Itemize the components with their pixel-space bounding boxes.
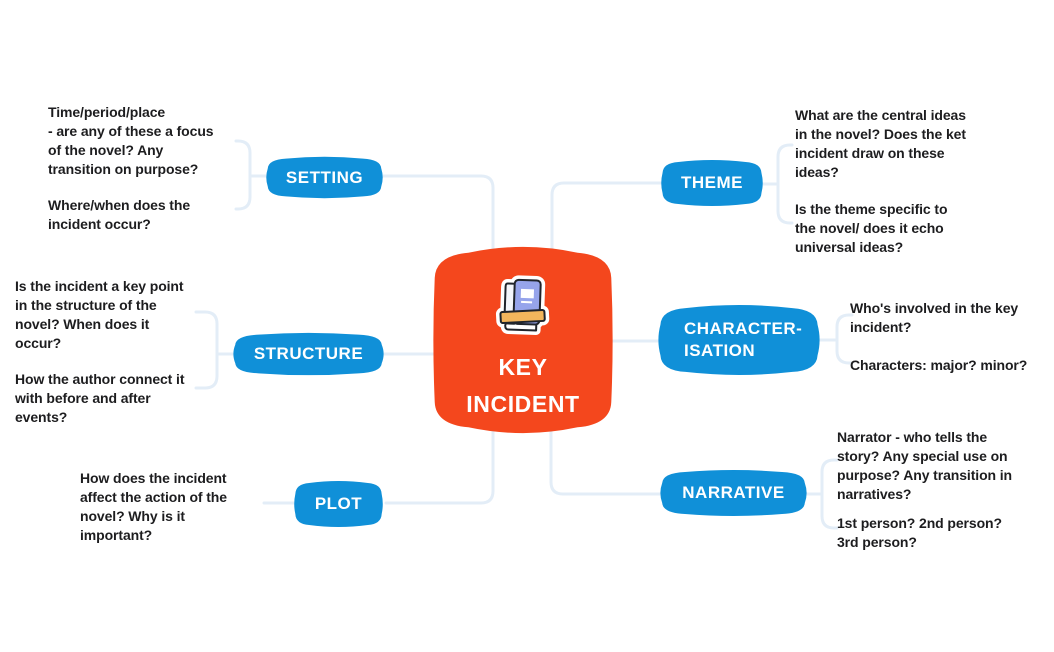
key-incident-label: KEY INCIDENT <box>466 354 580 417</box>
plot-note-1: How does the incident affect the action … <box>80 470 227 543</box>
theme-label: THEME <box>681 173 743 192</box>
bracket-theme <box>776 143 794 225</box>
connector-setting-center <box>378 174 495 264</box>
bracket-structure <box>194 310 219 390</box>
node-structure-shape <box>233 332 384 376</box>
node-narrative[interactable]: NARRATIVE <box>660 468 807 518</box>
node-plot[interactable]: PLOT <box>294 479 383 529</box>
connector-plot-center <box>384 416 495 505</box>
node-characterisation-shape <box>658 305 820 375</box>
structure-label: STRUCTURE <box>253 344 364 363</box>
plot-label: PLOT <box>314 494 363 513</box>
book-icon <box>495 275 550 335</box>
structure-note-2: How the author connect it with before an… <box>15 371 185 425</box>
theme-note-2: Is the theme specific to the novel/ does… <box>795 201 948 255</box>
connector-theme-center <box>550 181 667 264</box>
structure-note-1: Is the incident a key point in the struc… <box>15 278 184 351</box>
node-structure[interactable]: STRUCTURE <box>233 331 384 377</box>
characterisation-note-1: Who's involved in the key incident? <box>850 300 1019 335</box>
node-setting[interactable]: SETTING <box>266 155 383 200</box>
theme-note-1: What are the central ideas in the novel?… <box>795 107 966 180</box>
narrative-label: NARRATIVE <box>682 483 785 502</box>
node-theme[interactable]: THEME <box>661 158 763 208</box>
narrative-note-1: Narrator - who tells the story? Any spec… <box>837 429 1012 502</box>
characterisation-label: CHARACTER- ISATION <box>684 319 803 360</box>
node-narrative-shape <box>660 470 807 516</box>
setting-note-2: Where/when does the incident occur? <box>48 197 191 232</box>
narrative-note-2: 1st person? 2nd person? 3rd person? <box>837 515 1002 550</box>
bracket-narrative <box>820 458 839 530</box>
node-key-incident-shape <box>433 246 613 434</box>
bracket-setting <box>234 139 252 211</box>
node-key-incident[interactable]: KEY INCIDENT <box>432 243 614 437</box>
connector-narrative-center <box>549 416 666 496</box>
node-theme-shape <box>661 160 763 206</box>
characterisation-note-2: Characters: major? minor? <box>850 357 1028 373</box>
node-plot-shape <box>294 481 383 527</box>
node-characterisation[interactable]: CHARACTER- ISATION <box>658 302 820 378</box>
setting-note-1: Time/period/place - are any of these a f… <box>48 104 214 177</box>
node-setting-shape <box>266 156 383 199</box>
setting-label: SETTING <box>285 167 364 187</box>
